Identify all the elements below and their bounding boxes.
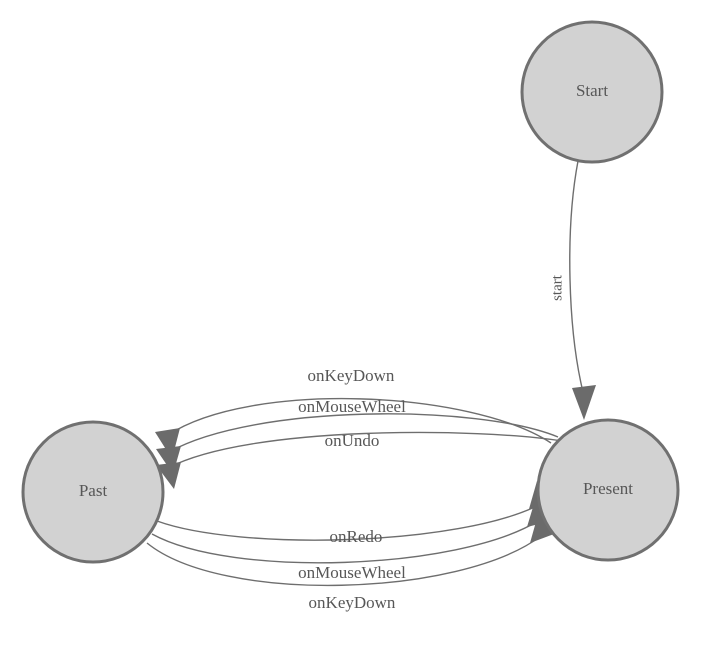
arrowhead-start-present: [572, 385, 596, 420]
arrowhead-present-past-3: [156, 462, 181, 489]
node-present-label: Present: [583, 479, 633, 498]
edge-path-present-past-2: [168, 413, 559, 453]
edge-present-to-past-onundo[interactable]: [156, 431, 563, 489]
node-present[interactable]: Present: [536, 418, 680, 562]
edge-label-present-past-2: onMouseWheel: [298, 397, 406, 416]
node-present-circle: [536, 418, 680, 562]
node-start-label: Start: [576, 81, 608, 100]
edge-label-past-present-2: onMouseWheel: [298, 563, 406, 582]
edge-start-to-present[interactable]: [569, 160, 596, 420]
edge-label-present-past-3: onUndo: [325, 431, 380, 450]
edge-label-past-present-3: onKeyDown: [309, 593, 396, 612]
edge-path-present-past-3: [167, 431, 563, 469]
edge-past-to-present-onkeydown[interactable]: [146, 511, 554, 587]
edge-label-present-past-1: onKeyDown: [308, 366, 395, 385]
node-past[interactable]: Past: [21, 420, 165, 564]
edge-path-past-present-1: [156, 503, 542, 541]
edge-path-past-present-2: [151, 520, 539, 564]
node-past-circle: [21, 420, 165, 564]
arrowhead-past-present-3: [530, 511, 554, 543]
node-start-circle: [520, 20, 664, 164]
edge-path-start-present: [569, 160, 584, 393]
edge-label-past-present-1: onRedo: [330, 527, 383, 546]
node-start[interactable]: Start: [520, 20, 664, 164]
edge-label-group: start onKeyDown onMouseWheel onUndo onRe…: [298, 274, 565, 612]
node-past-label: Past: [79, 481, 108, 500]
edge-label-start: start: [549, 274, 565, 301]
edge-path-past-present-3: [146, 535, 542, 587]
